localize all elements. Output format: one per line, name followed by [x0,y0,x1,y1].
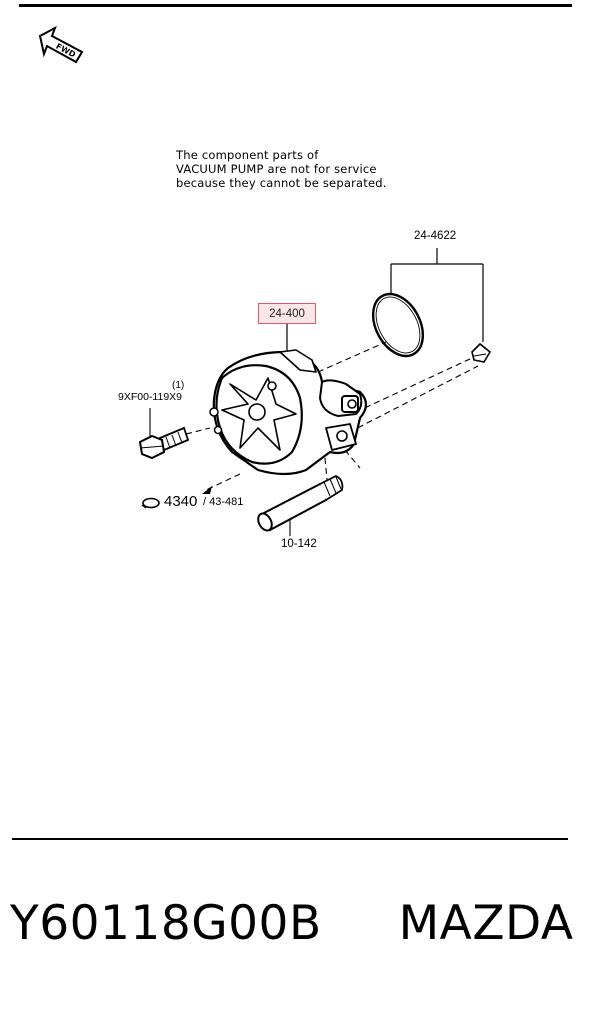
bottom-rule [12,838,568,840]
o-ring-leader [390,248,484,342]
vacuum-pump-part [209,349,368,476]
seal-part-number[interactable]: 4340 [164,493,198,510]
shaft-part-number[interactable]: 10-142 [281,538,317,550]
cap-part [471,342,492,363]
bolt-quantity: (1) [172,380,185,391]
service-note-line: The component parts of [176,148,319,162]
seal-ring-icon [141,497,160,509]
top-rule [19,4,572,7]
shaft-part [257,474,344,536]
seal-pointer-arrow-icon [202,486,212,494]
service-note-line: VACUUM PUMP are not for service [176,162,377,176]
service-note: The component parts of VACUUM PUMP are n… [176,148,387,190]
service-note-line: because they cannot be separated. [176,176,387,190]
vacuum-pump-callout[interactable]: 24-400 [258,303,316,324]
bolt-part [138,408,190,460]
footer-caption: Y60118G00B MAZDA [10,896,574,951]
bolt-part-number[interactable]: 9XF00-119X9 [118,391,183,403]
fwd-arrow-icon: FWD [38,25,84,64]
o-ring-part-number[interactable]: 24-4622 [414,230,457,242]
part-number-text: Y60118G00B [10,896,322,951]
brand-text: MAZDA [398,896,574,951]
seal-part-number-sub[interactable]: / 43-481 [203,496,244,508]
o-ring-part [371,292,425,358]
